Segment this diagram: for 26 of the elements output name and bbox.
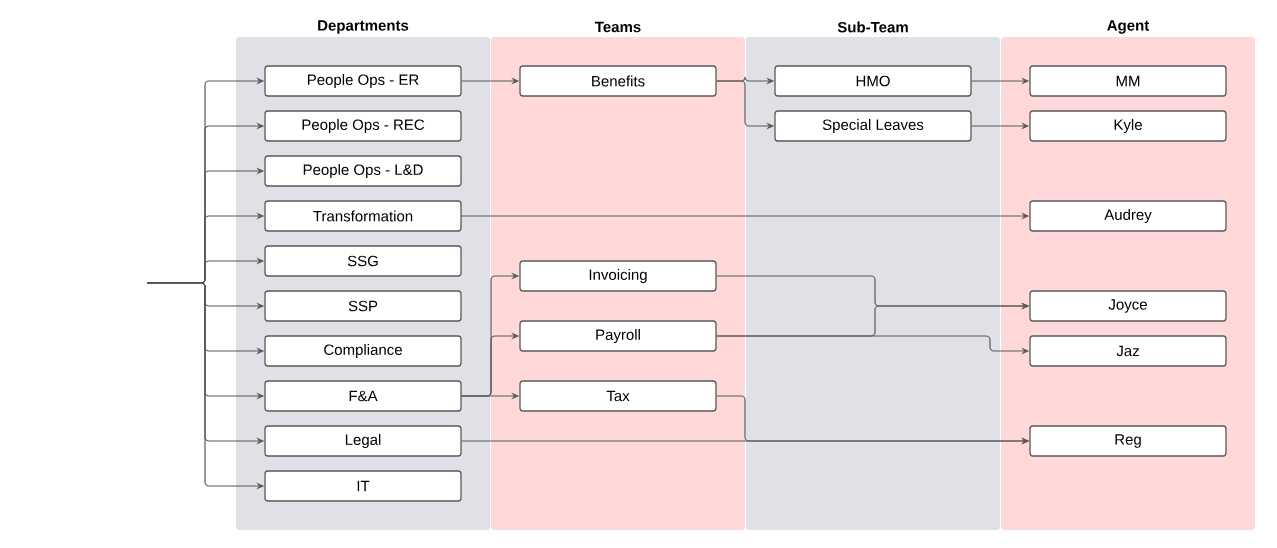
- process-box: Reg: [1029, 425, 1227, 457]
- process-box: People Ops - REC: [264, 110, 462, 142]
- column-heading: Agent: [1107, 20, 1150, 34]
- process-box: HMO: [774, 65, 972, 97]
- process-box: IT: [264, 470, 462, 502]
- process-box: SSG: [264, 245, 462, 277]
- process-box: People Ops - ER: [264, 65, 462, 97]
- process-box: F&A: [264, 380, 462, 412]
- column-heading: Teams: [594, 21, 641, 33]
- process-box: Payroll: [519, 320, 717, 352]
- process-box: Joyce: [1029, 290, 1227, 322]
- process-box: Compliance: [264, 335, 462, 367]
- process-box: Special Leaves: [774, 110, 972, 142]
- process-box: SSP: [264, 290, 462, 322]
- process-box: Audrey: [1029, 200, 1227, 232]
- process-box: Legal: [264, 425, 462, 457]
- process-box: People Ops - L&D: [264, 155, 462, 187]
- column-heading: Departments: [318, 20, 409, 34]
- process-box: Benefits: [519, 65, 717, 97]
- process-box: Kyle: [1029, 110, 1227, 142]
- process-box: Tax: [519, 380, 717, 412]
- process-box: Transformation: [264, 200, 462, 232]
- process-box: Jaz: [1029, 335, 1227, 367]
- process-box: MM: [1029, 65, 1227, 97]
- process-box: Invoicing: [519, 260, 717, 292]
- column-heading: Sub-Team: [837, 21, 908, 33]
